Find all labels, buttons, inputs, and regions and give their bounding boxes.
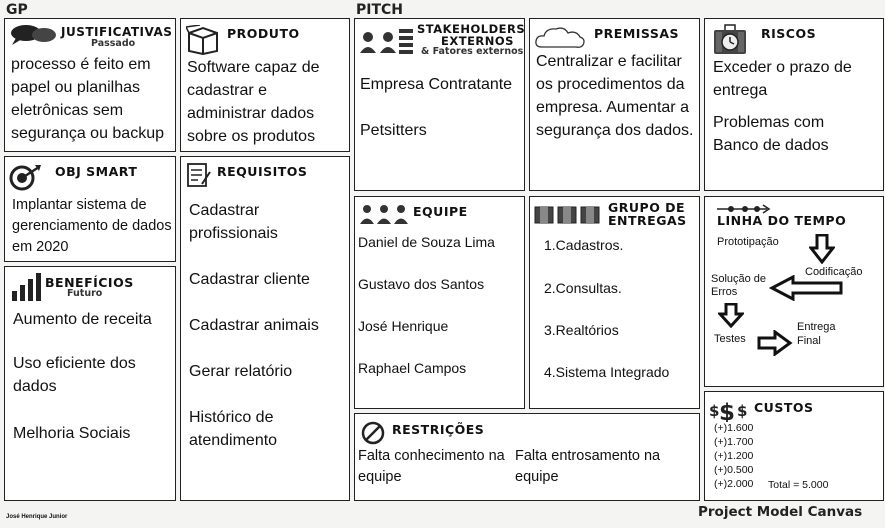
custo-item: (+)1.200 (714, 450, 754, 462)
obj-smart-text: Implantar sistema de gerenciamento de da… (12, 197, 172, 255)
team-icon (360, 205, 408, 224)
beneficios-box: BENEFÍCIOS Futuro Aumento de receita Uso… (4, 266, 176, 501)
justificativas-title: JUSTIFICATIVAS (61, 25, 173, 39)
equipe-member: Daniel de Souza Lima (358, 234, 495, 250)
risco-item: Exceder o prazo de entrega (713, 59, 852, 99)
entrega-item: 2.Consultas. (544, 280, 622, 296)
requisito-item: Cadastrar animais (189, 317, 319, 334)
time-bomb-icon (714, 24, 746, 54)
equipe-member: Raphael Campos (358, 360, 467, 376)
custo-item: (+)1.600 (714, 422, 754, 434)
entrega-item: 3.Realtórios (544, 322, 619, 338)
prohibited-icon (361, 421, 385, 445)
linha-tempo-box: LINHA DO TEMPO Prototipação Codificação … (704, 196, 884, 387)
requisito-item: Cadastrar cliente (189, 271, 310, 288)
timeline-icon (717, 204, 771, 214)
people-icon (360, 32, 396, 53)
justificativas-subtitle: Passado (91, 38, 136, 49)
obj-smart-box: OBJ SMART Implantar sistema de gerenciam… (4, 156, 176, 262)
equipe-box: EQUIPE Daniel de Souza Lima Gustavo dos … (354, 196, 525, 409)
step-testes: Testes (714, 333, 746, 345)
requisito-item: Gerar relatório (189, 363, 293, 380)
linha-tempo-title: LINHA DO TEMPO (717, 213, 847, 228)
step-solucao-1: Solução de (711, 273, 767, 285)
stakeholders-subtitle: & Fatores externos (421, 46, 524, 57)
packages-icon (534, 206, 600, 224)
stakeholders-title-1: STAKEHOLDERS (417, 22, 525, 36)
step-prototipacao: Prototipação (717, 236, 779, 248)
beneficio-item: Aumento de receita (13, 311, 152, 328)
beneficios-subtitle: Futuro (67, 288, 103, 299)
grupo-entregas-title-1: GRUPO DE (608, 200, 686, 215)
produto-box: PRODUTO Software capaz de cadastrar e ad… (180, 18, 350, 152)
svg-text:$: $ (709, 402, 719, 420)
riscos-title: RISCOS (761, 26, 817, 41)
equipe-member: Gustavo dos Santos (358, 276, 485, 292)
svg-text:$: $ (719, 400, 735, 422)
beneficio-item: Melhoria Sociais (13, 425, 131, 442)
beneficios-title: BENEFÍCIOS (45, 275, 134, 290)
restricoes-title: RESTRIÇÕES (392, 422, 485, 437)
custos-total: Total = 5.000 (768, 479, 829, 491)
entrega-item: 1.Cadastros. (544, 237, 624, 253)
pitch-label: PITCH (356, 2, 404, 18)
stakeholders-box: STAKEHOLDERS EXTERNOS & Fatores externos… (354, 18, 525, 191)
author-label: José Henrique Junior (6, 514, 68, 520)
canvas-label: Project Model Canvas (698, 504, 863, 520)
step-entrega-1: Entrega (797, 321, 836, 333)
arrow-down-icon (718, 303, 744, 329)
requisitos-title: REQUISITOS (217, 164, 308, 179)
org-chart-icon (399, 29, 413, 54)
premissas-title: PREMISSAS (594, 26, 680, 41)
arrow-right-icon (757, 330, 793, 356)
premissas-text: Centralizar e facilitar os procedimentos… (536, 53, 694, 139)
risco-item: Problemas com Banco de dados (713, 114, 829, 154)
premissas-box: PREMISSAS Centralizar e facilitar os pro… (529, 18, 700, 191)
obj-smart-title: OBJ SMART (55, 164, 138, 179)
cloud-icon (535, 27, 585, 48)
riscos-box: RISCOS Exceder o prazo de entrega Proble… (704, 18, 884, 191)
money-icon: $ $ $ (709, 400, 747, 422)
requisito-item: Cadastrar profissionais (189, 202, 278, 242)
entrega-item: 4.Sistema Integrado (544, 364, 670, 380)
arrow-down-icon (809, 234, 835, 264)
justificativas-text: processo é feito em papel ou planilhas e… (11, 56, 164, 142)
restricao-item: Falta conhecimento na equipe (358, 448, 505, 485)
stakeholder-item: Petsitters (360, 122, 427, 139)
grupo-entregas-box: GRUPO DE ENTREGAS 1.Cadastros. 2.Consult… (529, 196, 700, 409)
custos-title: CUSTOS (754, 400, 814, 415)
justificativas-box: JUSTIFICATIVAS Passado processo é feito … (4, 18, 176, 152)
produto-title: PRODUTO (227, 26, 300, 41)
produto-text: Software capaz de cadastrar e administra… (187, 59, 320, 145)
gp-label: GP (6, 2, 28, 18)
restricoes-box: RESTRIÇÕES Falta conhecimento na equipe … (354, 413, 700, 501)
checklist-icon (187, 163, 211, 187)
requisito-item: Histórico de atendimento (189, 409, 278, 449)
custo-item: (+)0.500 (714, 464, 754, 476)
step-entrega-2: Final (797, 335, 821, 347)
box-icon (186, 25, 218, 55)
restricao-item: Falta entrosamento na equipe (515, 448, 661, 485)
step-codificacao: Codificação (805, 266, 863, 278)
stakeholders-title-2: EXTERNOS (441, 34, 514, 48)
arrow-left-icon (769, 275, 843, 301)
bar-chart-icon (12, 273, 41, 301)
grupo-entregas-title-2: ENTREGAS (608, 213, 687, 228)
speech-bubbles-icon (11, 25, 56, 45)
step-solucao-2: Erros (711, 286, 738, 298)
custos-box: $ $ $ CUSTOS (+)1.600 (+)1.700 (+)1.200 … (704, 391, 884, 501)
svg-text:$: $ (737, 402, 747, 420)
custo-item: (+)1.700 (714, 436, 754, 448)
equipe-member: José Henrique (358, 318, 449, 334)
custo-item: (+)2.000 (714, 478, 754, 490)
stakeholder-item: Empresa Contratante (360, 76, 513, 93)
target-icon (9, 165, 41, 191)
requisitos-box: REQUISITOS Cadastrar profissionais Cadas… (180, 156, 350, 501)
beneficio-item: Uso eficiente dos dados (13, 355, 136, 395)
equipe-title: EQUIPE (413, 204, 468, 219)
